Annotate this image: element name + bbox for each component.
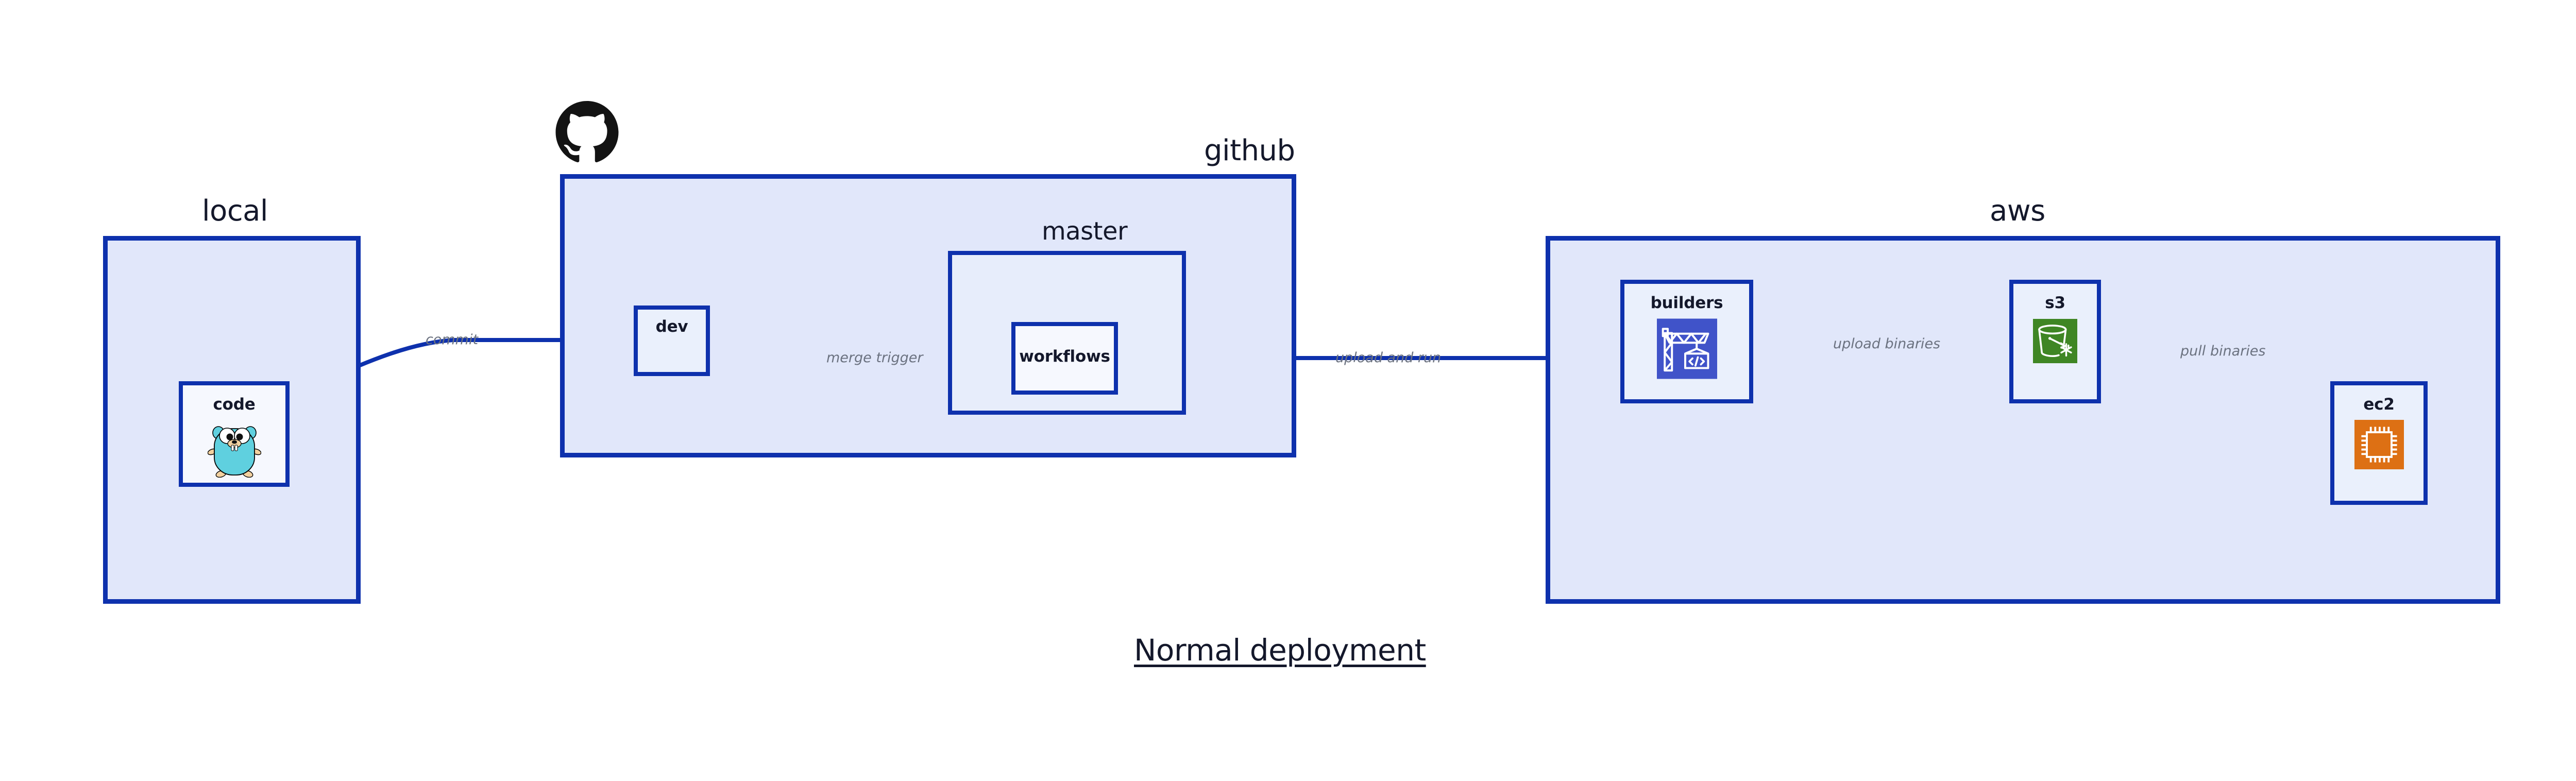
edge-label-merge-trigger: merge trigger <box>826 350 923 366</box>
group-label-local: local <box>202 194 268 228</box>
group-label-aws: aws <box>1990 194 2045 228</box>
node-label-workflows: workflows <box>1019 347 1110 366</box>
edge-label-commit: commit <box>426 332 479 348</box>
edge-label-pull-binaries: pull binaries <box>2180 343 2266 359</box>
node-s3[interactable]: s3 <box>2009 280 2101 403</box>
node-label-code: code <box>213 395 256 414</box>
aws-s3-bucket-icon <box>2033 318 2077 364</box>
aws-ec2-chip-icon <box>2354 420 2404 469</box>
node-ec2[interactable]: ec2 <box>2330 381 2428 505</box>
node-label-ec2: ec2 <box>2363 395 2395 414</box>
node-label-s3: s3 <box>2045 294 2065 312</box>
github-octocat-icon <box>555 101 619 164</box>
edge-label-upload-binaries: upload binaries <box>1833 336 1941 352</box>
edge-label-upload-and-run: upload and run <box>1335 350 1442 366</box>
diagram-title: Normal deployment <box>1134 633 1426 668</box>
go-gopher-icon <box>207 420 261 478</box>
group-label-master: master <box>1042 217 1128 246</box>
aws-codebuild-crane-icon <box>1656 318 1717 379</box>
node-workflows[interactable]: workflows <box>1011 322 1118 395</box>
node-code[interactable]: code <box>179 381 290 487</box>
node-label-dev: dev <box>655 317 688 336</box>
node-label-builders: builders <box>1650 294 1723 312</box>
node-dev[interactable]: dev <box>634 305 710 376</box>
node-builders[interactable]: builders <box>1620 280 1753 403</box>
group-label-github: github <box>1204 134 1295 167</box>
